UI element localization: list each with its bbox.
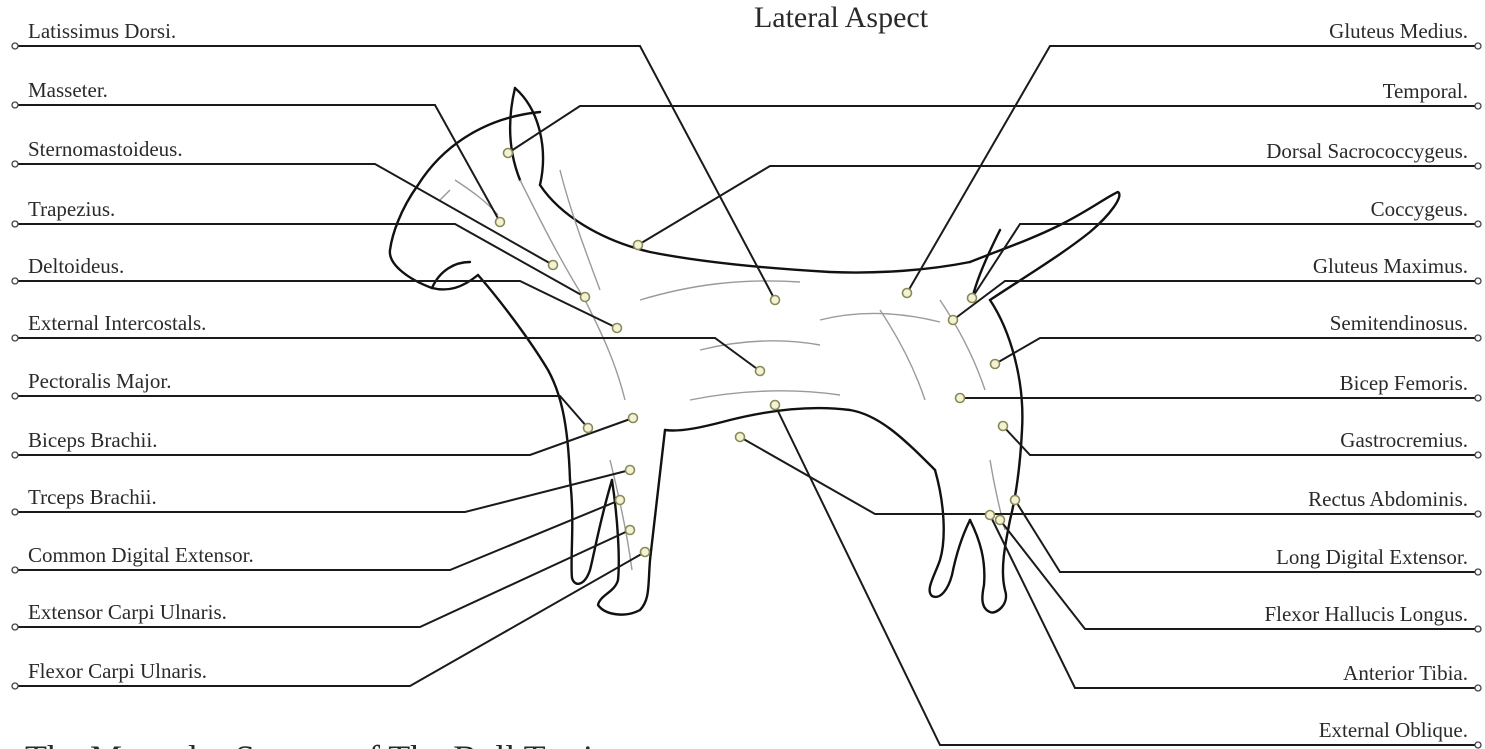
label-biceps-brachii: Biceps Brachii. — [28, 428, 157, 452]
label-external-oblique: External Oblique. — [1319, 718, 1468, 742]
label-triceps-brachii: Trceps Brachii. — [28, 485, 157, 509]
label-flexor-hallucis-longus: Flexor Hallucis Longus. — [1264, 602, 1468, 626]
label-latissimus-dorsi: Latissimus Dorsi. — [28, 19, 176, 43]
label-external-intercostals: External Intercostals. — [28, 311, 206, 335]
label-sternomastoideus: Sternomastoideus. — [28, 137, 183, 161]
label-masseter: Masseter. — [28, 78, 108, 102]
label-rectus-abdominis: Rectus Abdominis. — [1308, 487, 1468, 511]
label-gluteus-maximus: Gluteus Maximus. — [1313, 254, 1468, 278]
label-deltoideus: Deltoideus. — [28, 254, 124, 278]
footer-title: The Muscular System of The Bull Terrier — [25, 738, 621, 749]
muscle-contours — [440, 170, 1005, 570]
label-common-digital-extensor: Common Digital Extensor. — [28, 543, 254, 567]
label-long-digital-extensor: Long Digital Extensor. — [1276, 545, 1468, 569]
left-labels: Latissimus Dorsi. Masseter. Sternomastoi… — [28, 19, 254, 683]
label-pectoralis-major: Pectoralis Major. — [28, 369, 171, 393]
label-extensor-carpi-ulnaris: Extensor Carpi Ulnaris. — [28, 600, 227, 624]
label-trapezius: Trapezius. — [28, 197, 115, 221]
heading: Lateral Aspect — [754, 1, 929, 34]
label-dorsal-sacrococcygeus: Dorsal Sacrococcygeus. — [1266, 139, 1468, 163]
label-bicep-femoris: Bicep Femoris. — [1340, 371, 1468, 395]
right-labels: Gluteus Medius. Temporal. Dorsal Sacroco… — [1264, 19, 1468, 742]
label-semitendinosus: Semitendinosus. — [1330, 311, 1468, 335]
label-gluteus-medius: Gluteus Medius. — [1329, 19, 1468, 43]
label-coccygeus: Coccygeus. — [1371, 197, 1468, 221]
label-flexor-carpi-ulnaris: Flexor Carpi Ulnaris. — [28, 659, 207, 683]
label-gastrocremius: Gastrocremius. — [1340, 428, 1468, 452]
label-anterior-tibia: Anterior Tibia. — [1343, 661, 1468, 685]
label-temporal: Temporal. — [1383, 79, 1468, 103]
